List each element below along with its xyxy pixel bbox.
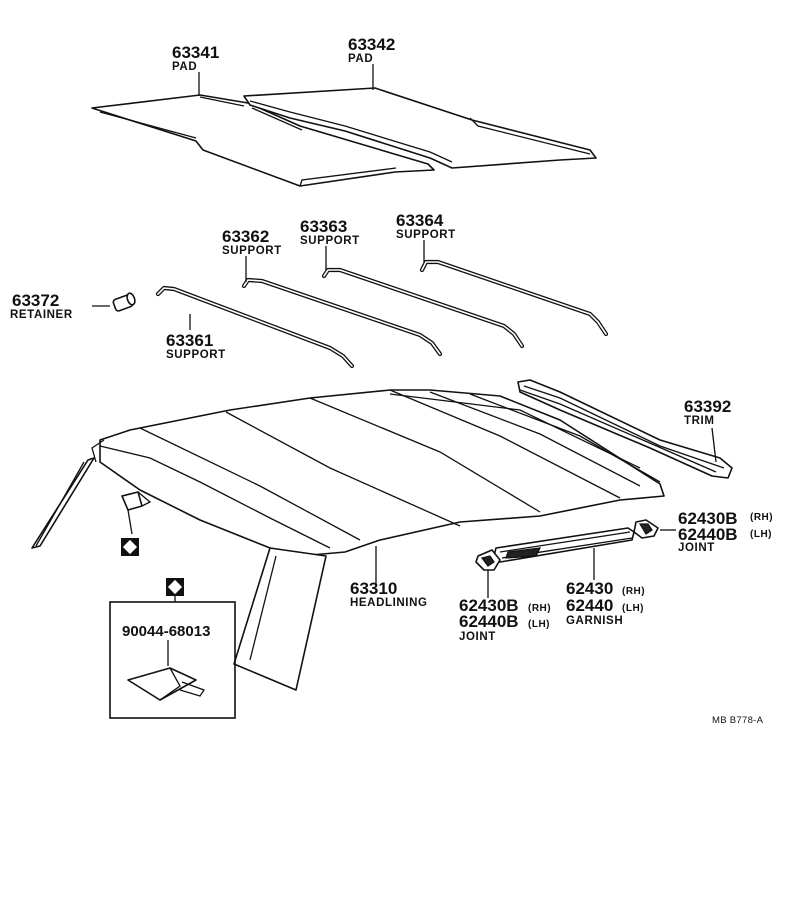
pad-front-part[interactable] <box>243 87 597 169</box>
headlining-number: 63310 <box>350 579 397 598</box>
garnish-part[interactable] <box>493 527 635 563</box>
support-63363-part[interactable] <box>321 267 525 349</box>
retainer-number: 63372 <box>12 291 59 310</box>
support-63-number: 63363 <box>300 217 347 236</box>
joint-right-label: JOINT <box>678 542 715 554</box>
garnish-side-lh: (LH) <box>622 603 644 614</box>
support-62-label: SUPPORT <box>222 245 282 257</box>
support-64-number: 63364 <box>396 211 444 230</box>
pad-rear-label: PAD <box>172 61 197 73</box>
diagram-code: MB B778-A <box>712 715 764 726</box>
support-63-label: SUPPORT <box>300 235 360 247</box>
trim-label: TRIM <box>684 415 715 427</box>
garnish-side-rh: (RH) <box>622 586 645 597</box>
joint-bottom-number-rh: 62430B <box>459 596 519 615</box>
headlining-label: HEADLINING <box>350 597 428 609</box>
retainer-label: RETAINER <box>10 309 73 321</box>
garnish-label: GARNISH <box>566 615 623 627</box>
headlining-rear-flap <box>233 547 327 691</box>
pad-rear-number: 63341 <box>172 43 219 62</box>
headlining-part[interactable] <box>91 389 665 557</box>
clip-inset-number: 90044-68013 <box>122 623 210 640</box>
retainer-part[interactable] <box>112 292 136 312</box>
support-61-label: SUPPORT <box>166 349 226 361</box>
support-64-label: SUPPORT <box>396 229 456 241</box>
trim-part[interactable] <box>517 379 733 479</box>
garnish-number-rh: 62430 <box>566 579 613 598</box>
support-61-number: 63361 <box>166 331 213 350</box>
joint-bottom-part[interactable] <box>475 549 501 571</box>
leader-lines <box>92 64 717 666</box>
joint-bottom-side-lh: (LH) <box>528 619 550 630</box>
pad-front-number: 63342 <box>348 35 395 54</box>
pad-rear-part[interactable] <box>91 94 435 187</box>
joint-bottom-label: JOINT <box>459 631 496 643</box>
joint-right-part[interactable] <box>633 519 659 539</box>
trim-number: 63392 <box>684 397 731 416</box>
pad-front-label: PAD <box>348 53 373 65</box>
support-63361-part[interactable] <box>155 285 355 369</box>
joint-bottom-number-lh: 62440B <box>459 612 519 631</box>
support-62-number: 63362 <box>222 227 269 246</box>
clip-part-inset[interactable] <box>127 667 205 701</box>
headlining-left-flap <box>31 457 95 549</box>
joint-right-side-lh: (LH) <box>750 529 772 540</box>
joint-right-number-rh: 62430B <box>678 509 738 528</box>
clip-on-headlining[interactable] <box>121 491 152 535</box>
joint-right-number-lh: 62440B <box>678 525 738 544</box>
support-63362-part[interactable] <box>241 277 443 357</box>
garnish-number-lh: 62440 <box>566 596 613 615</box>
diamond-marker-on-headlining <box>121 538 139 556</box>
clip-inset <box>109 578 236 719</box>
support-63364-part[interactable] <box>419 259 609 337</box>
joint-bottom-side-rh: (RH) <box>528 603 551 614</box>
joint-right-side-rh: (RH) <box>750 512 773 523</box>
